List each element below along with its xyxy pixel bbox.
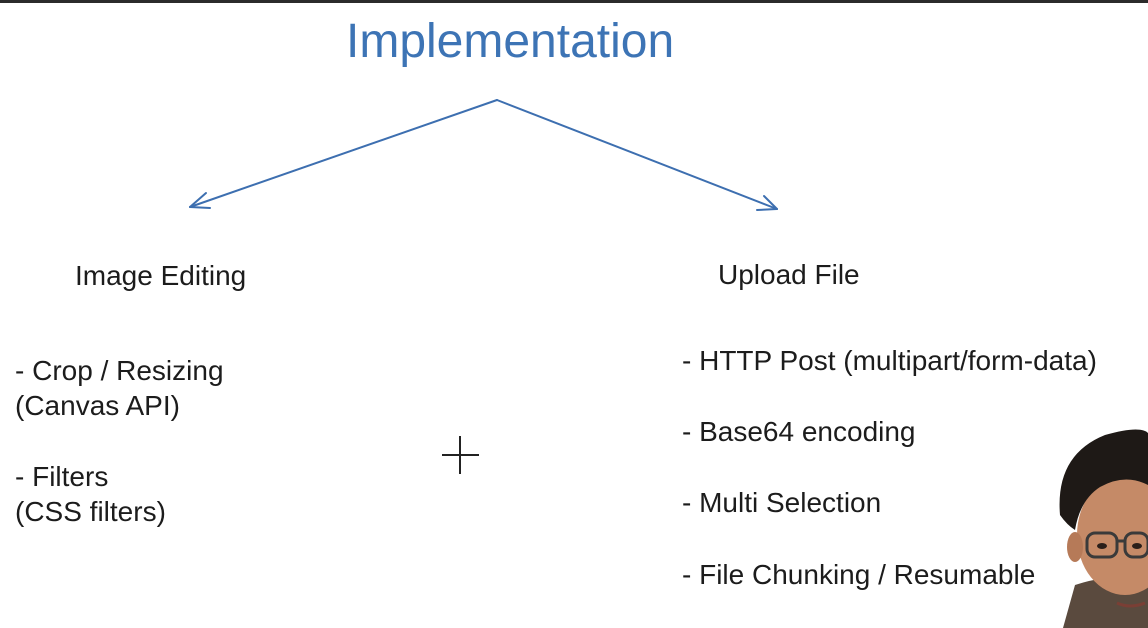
http-post-item: - HTTP Post (multipart/form-data) (682, 345, 1097, 376)
item-text: - Filters (15, 461, 109, 492)
item-subtext: (Canvas API) (15, 390, 180, 421)
crop-resizing-item: - Crop / Resizing (Canvas API) (15, 353, 224, 423)
slide-title: Implementation (346, 15, 675, 68)
presenter-webcam (1045, 425, 1148, 628)
presenter-avatar-icon (1045, 425, 1148, 628)
left-arrow (189, 99, 498, 209)
item-text: - Crop / Resizing (15, 355, 224, 386)
upload-file-heading: Upload File (718, 259, 860, 290)
cursor-crosshair-icon (442, 436, 479, 474)
image-editing-heading: Image Editing (75, 260, 247, 291)
base64-item: - Base64 encoding (682, 416, 916, 447)
item-subtext: (CSS filters) (15, 496, 166, 527)
multi-selection-item: - Multi Selection (682, 487, 882, 518)
right-arrow (496, 99, 778, 211)
file-chunking-item: - File Chunking / Resumable (682, 559, 1036, 590)
top-border (0, 0, 1148, 3)
filters-item: - Filters (CSS filters) (15, 459, 166, 529)
